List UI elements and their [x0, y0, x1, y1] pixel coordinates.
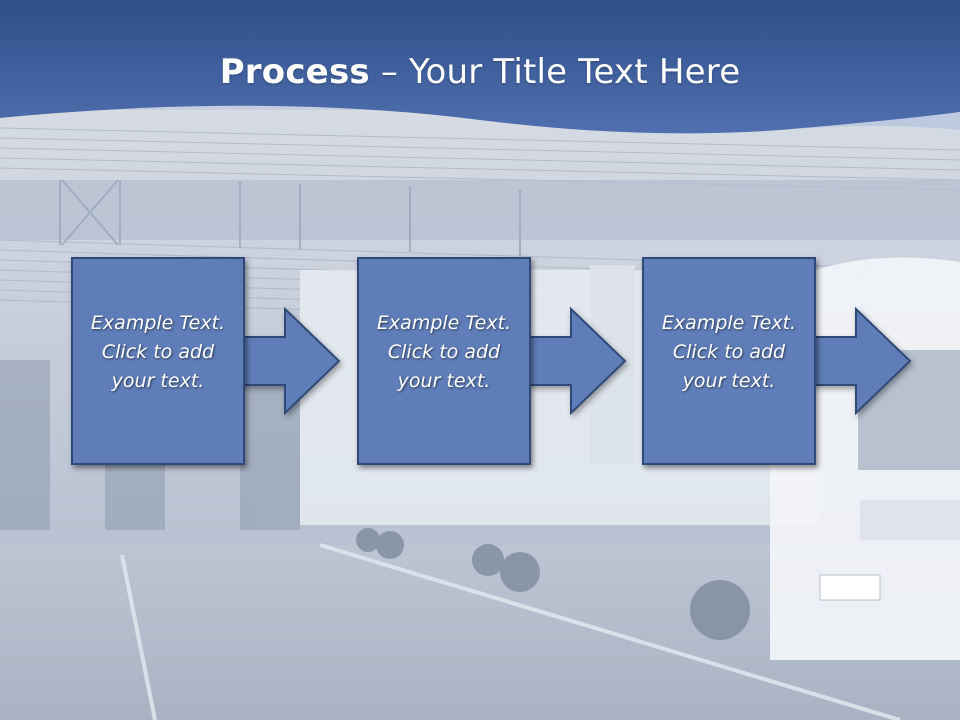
step-box[interactable]	[357, 257, 531, 465]
step-box[interactable]	[71, 257, 245, 465]
title-rest: – Your Title Text Here	[369, 52, 741, 92]
step-text-line: Example Text.	[376, 312, 512, 334]
right-arrow-icon	[241, 307, 341, 415]
step-text[interactable]: Example Text. Click to add your text.	[357, 309, 531, 396]
right-arrow-icon	[812, 307, 912, 415]
step-text[interactable]: Example Text. Click to add your text.	[71, 309, 245, 396]
slide-title: Process – Your Title Text Here	[0, 52, 960, 92]
step-text-line: Click to add	[672, 341, 786, 363]
step-text-line: Click to add	[387, 341, 501, 363]
step-text[interactable]: Example Text. Click to add your text.	[642, 309, 816, 396]
step-text-line: Example Text.	[90, 312, 226, 334]
step-text-line: your text.	[682, 370, 776, 392]
step-text-line: your text.	[111, 370, 205, 392]
title-bold: Process	[219, 52, 370, 92]
step-box[interactable]	[642, 257, 816, 465]
step-text-line: Example Text.	[661, 312, 797, 334]
step-text-line: Click to add	[101, 341, 215, 363]
step-text-line: your text.	[397, 370, 491, 392]
right-arrow-icon	[527, 307, 627, 415]
